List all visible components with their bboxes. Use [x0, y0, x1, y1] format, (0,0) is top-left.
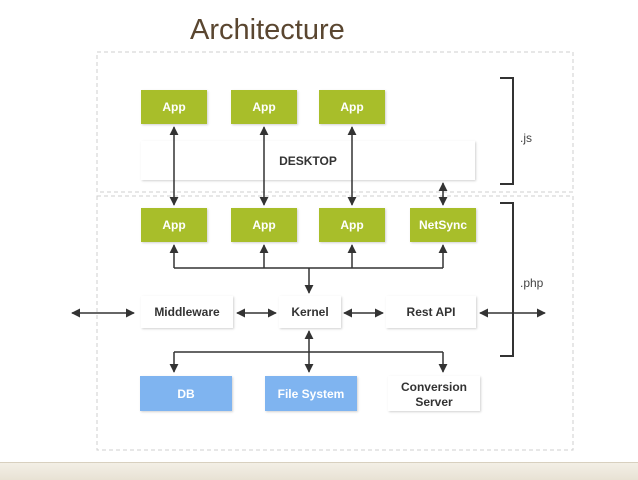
- rest-api-label: Rest API: [407, 305, 456, 319]
- server-region: [96, 195, 574, 451]
- server-app-3[interactable]: [319, 208, 385, 242]
- netsync-label: NetSync: [419, 218, 467, 232]
- server-app-3-label: App: [340, 218, 363, 232]
- server-app-1-label: App: [162, 218, 185, 232]
- server-app-1[interactable]: [141, 208, 207, 242]
- php-label: .php: [520, 276, 544, 290]
- middleware-label: Middleware: [154, 305, 220, 319]
- file-system-label: File System: [278, 387, 345, 401]
- js-label: .js: [520, 131, 532, 145]
- desktop-app-2[interactable]: [231, 90, 297, 124]
- page-title: Architecture: [190, 14, 345, 46]
- desktop-app-1[interactable]: [141, 90, 207, 124]
- db-label: DB: [177, 387, 195, 401]
- slide-footer-bar: [0, 462, 638, 480]
- desktop-app-2-label: App: [252, 100, 275, 114]
- db-box[interactable]: [140, 376, 232, 411]
- php-bracket: [500, 202, 514, 357]
- server-app-2[interactable]: [231, 208, 297, 242]
- file-system-box[interactable]: [265, 376, 357, 411]
- desktop-bar: [141, 141, 475, 180]
- desktop-bar-label: DESKTOP: [279, 154, 337, 168]
- rest-api-box[interactable]: [386, 296, 476, 328]
- desktop-region: [96, 51, 574, 193]
- netsync-box[interactable]: [410, 208, 476, 242]
- desktop-app-1-label: App: [162, 100, 185, 114]
- server-app-2-label: App: [252, 218, 275, 232]
- kernel-label: Kernel: [291, 305, 328, 319]
- desktop-app-3-label: App: [340, 100, 363, 114]
- conversion-label-line2: Server: [415, 395, 453, 409]
- middleware-box[interactable]: [141, 296, 233, 328]
- conversion-server-box[interactable]: [388, 376, 480, 411]
- desktop-app-3[interactable]: [319, 90, 385, 124]
- js-bracket: [500, 77, 514, 185]
- kernel-box[interactable]: [279, 296, 341, 328]
- conversion-label-line1: Conversion: [401, 380, 467, 394]
